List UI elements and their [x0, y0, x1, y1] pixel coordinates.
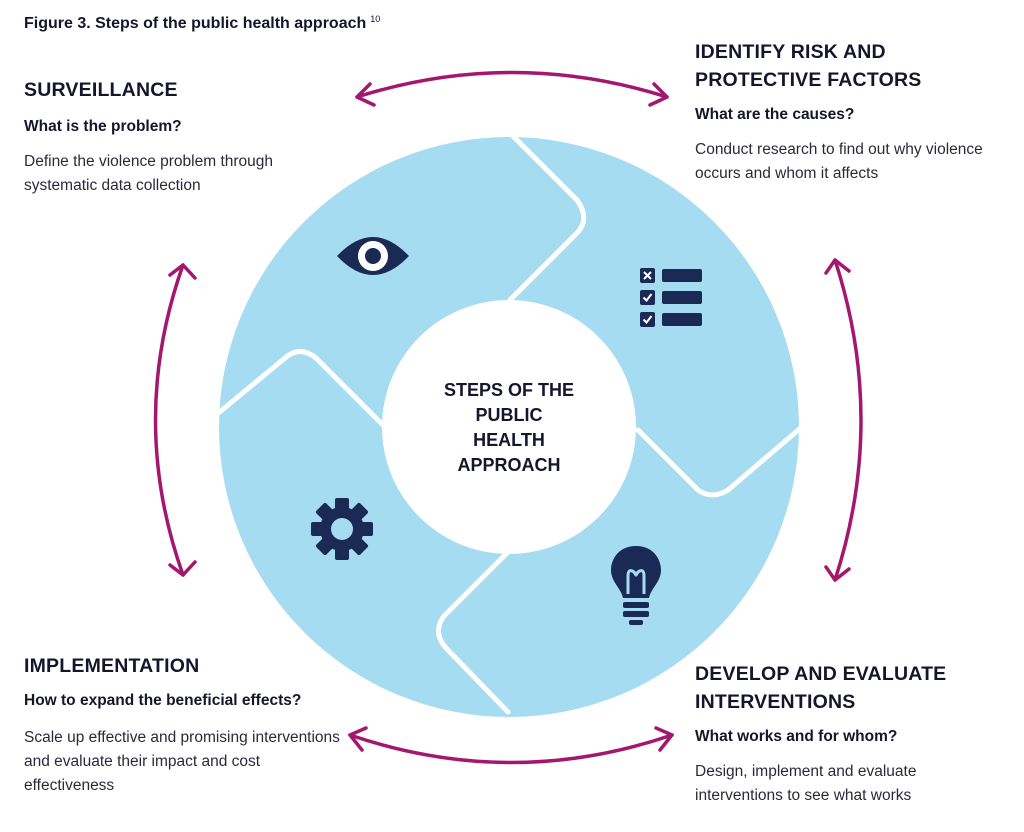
figure-reference: 10 [370, 14, 381, 24]
risk-factors-title-line2: PROTECTIVE FACTORS [695, 69, 922, 91]
divider-left [219, 349, 387, 429]
figure-title: Figure 3. Steps of the public health app… [24, 14, 380, 33]
eye-icon [337, 237, 409, 275]
surveillance-block: SURVEILLANCE What is the problem? Define… [24, 76, 354, 198]
arrow-top [355, 70, 669, 107]
checklist-icon [640, 268, 702, 327]
surveillance-question: What is the problem? [24, 118, 182, 135]
arrow-bottom [348, 726, 674, 765]
divider-top [459, 137, 587, 303]
divider-bottom [436, 549, 511, 715]
center-label-line2: PUBLIC [475, 405, 543, 425]
arrow-right [824, 258, 863, 582]
implementation-description: Scale up effective and promising interve… [24, 729, 340, 794]
risk-factors-question: What are the causes? [695, 106, 855, 123]
develop-evaluate-block: DEVELOP AND EVALUATE INTERVENTIONS What … [695, 660, 1015, 808]
implementation-block: IMPLEMENTATION How to expand the benefic… [24, 652, 364, 798]
risk-factors-title: IDENTIFY RISK AND PROTECTIVE FACTORS [695, 38, 1015, 94]
implementation-title: IMPLEMENTATION [24, 655, 200, 677]
segment-dividers [219, 137, 799, 715]
develop-evaluate-description: Design, implement and evaluate intervent… [695, 763, 917, 804]
center-label-line3: HEALTH [473, 430, 545, 450]
arrow-left [153, 263, 197, 577]
develop-evaluate-title-line1: DEVELOP AND EVALUATE [695, 663, 947, 685]
risk-factors-title-line1: IDENTIFY RISK AND [695, 41, 886, 63]
implementation-question: How to expand the beneficial effects? [24, 692, 302, 709]
develop-evaluate-title-line2: INTERVENTIONS [695, 691, 856, 713]
gear-icon [311, 498, 373, 560]
cycle-arrows [153, 70, 863, 765]
risk-factors-block: IDENTIFY RISK AND PROTECTIVE FACTORS Wha… [695, 38, 1015, 186]
risk-factors-description: Conduct research to find out why violenc… [695, 141, 983, 182]
center-label: STEPS OF THE PUBLIC HEALTH APPROACH [409, 378, 609, 478]
develop-evaluate-question: What works and for whom? [695, 728, 898, 745]
center-label-line1: STEPS OF THE [443, 380, 575, 400]
figure-title-text: Figure 3. Steps of the public health app… [24, 15, 367, 32]
lightbulb-icon [611, 546, 661, 625]
center-label-line4: APPROACH [457, 455, 561, 475]
center-circle [382, 300, 636, 554]
divider-right [635, 417, 799, 498]
develop-evaluate-title: DEVELOP AND EVALUATE INTERVENTIONS [695, 660, 1015, 716]
surveillance-title: SURVEILLANCE [24, 79, 178, 101]
surveillance-description: Define the violence problem through syst… [24, 153, 274, 194]
